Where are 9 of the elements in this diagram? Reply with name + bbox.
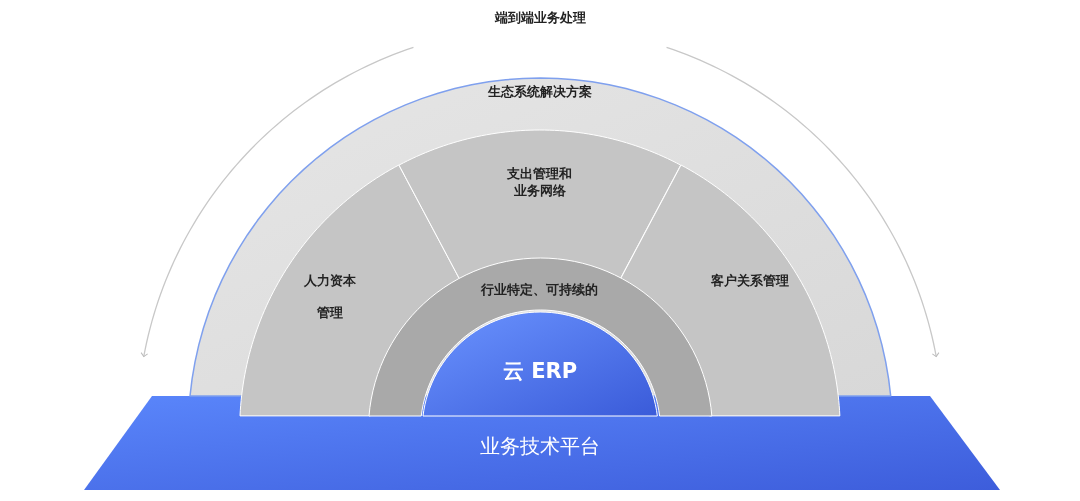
segment-label: 管理: [316, 304, 344, 322]
segment-label: 生态系统解决方案: [487, 83, 593, 101]
segment-label: 行业特定、可持续的: [480, 281, 600, 299]
segment-label: 云 ERP: [501, 358, 579, 386]
segment-label: 人力资本: [303, 272, 357, 290]
top-label: 端到端业务处理: [493, 9, 587, 27]
segment-label: 支出管理和业务网络: [506, 166, 574, 200]
segment-label: 客户关系管理: [710, 272, 790, 290]
segment-label: 业务技术平台: [479, 433, 601, 459]
